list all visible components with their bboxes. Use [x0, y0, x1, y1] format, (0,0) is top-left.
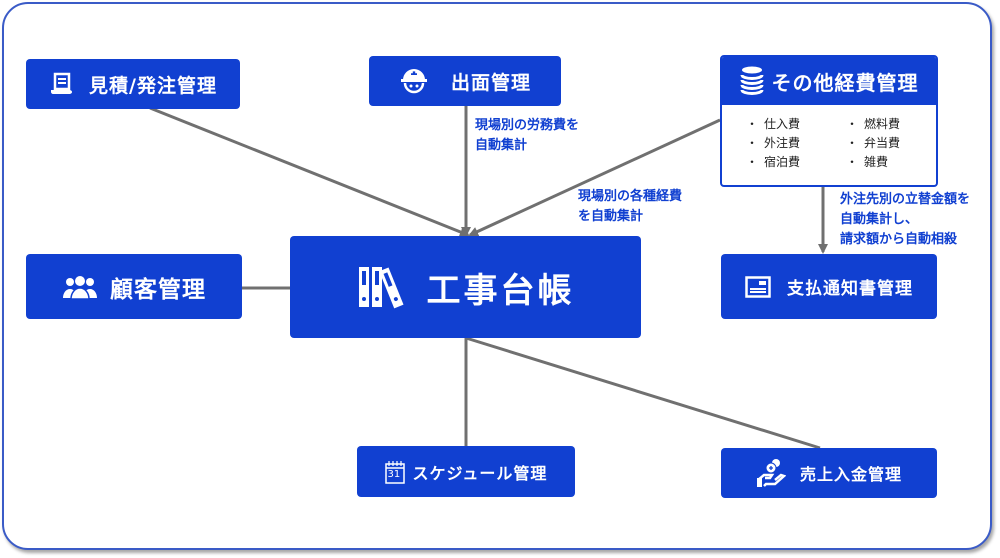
annotation-line: 外注先別の立替金額を — [840, 192, 971, 207]
node-label: 見積/発注管理 — [89, 74, 217, 97]
node-label: 売上入金管理 — [799, 465, 902, 484]
annotation-line: 請求額から自動相殺 — [840, 232, 958, 247]
node-construction-ledger[interactable]: 工事台帳 — [290, 236, 641, 338]
expense-item: 宿泊費 — [746, 153, 846, 170]
binders-icon — [357, 265, 407, 309]
annotation-line: 現場別の各種経費 — [578, 189, 683, 204]
node-label: 顧客管理 — [110, 276, 206, 303]
calendar-icon: 31 — [384, 460, 405, 484]
node-label: 出面管理 — [450, 71, 531, 94]
expense-item: 弁当費 — [846, 134, 936, 151]
connector-estimate-to-ledger — [149, 106, 470, 237]
expense-item: 雑費 — [846, 153, 936, 170]
annotation-line: を自動集計 — [578, 209, 644, 224]
expense-item: 燃料費 — [846, 115, 936, 132]
annotation-expenses: 現場別の各種経費 を自動集計 — [578, 187, 682, 227]
node-label: スケジュール管理 — [412, 463, 548, 483]
node-other-expenses[interactable]: その他経費管理 仕入費 燃料費 外注費 弁当費 宿泊費 雑費 — [720, 55, 938, 187]
node-label: 工事台帳 — [426, 270, 575, 311]
node-customer[interactable]: 顧客管理 — [26, 254, 242, 319]
coin-stack-icon — [740, 66, 764, 96]
users-group-icon — [62, 274, 98, 300]
node-payment-notice[interactable]: 支払通知書管理 — [721, 254, 937, 319]
annotation-line: 自動集計 — [475, 138, 528, 153]
node-estimate-order[interactable]: 見積/発注管理 — [26, 59, 240, 109]
notice-card-icon — [745, 275, 771, 298]
expense-item: 仕入費 — [746, 115, 846, 132]
node-sales-receipts[interactable]: 売上入金管理 — [721, 448, 937, 498]
node-label: その他経費管理 — [771, 70, 919, 95]
connector-expenses-to-ledger — [468, 118, 721, 237]
annotation-offset: 外注先別の立替金額を 自動集計し、 請求額から自動相殺 — [840, 190, 970, 250]
node-attendance[interactable]: 出面管理 — [369, 56, 561, 106]
other-expenses-header: その他経費管理 — [722, 57, 936, 105]
annotation-line: 現場別の労務費を — [475, 118, 580, 133]
node-label: 支払通知書管理 — [787, 279, 913, 299]
expense-item-list: 仕入費 燃料費 外注費 弁当費 宿泊費 雑費 — [722, 105, 936, 170]
annotation-labor-cost: 現場別の労務費を 自動集計 — [475, 116, 579, 156]
coin-hand-icon — [756, 458, 786, 488]
connector-ledger-to-sales — [465, 336, 821, 450]
node-schedule[interactable]: 31 スケジュール管理 — [357, 446, 575, 497]
expense-item: 外注費 — [746, 134, 846, 151]
calendar-day: 31 — [387, 468, 401, 480]
document-scroll-icon — [49, 71, 75, 97]
hardhat-worker-icon — [399, 66, 429, 96]
annotation-line: 自動集計し、 — [840, 212, 919, 227]
